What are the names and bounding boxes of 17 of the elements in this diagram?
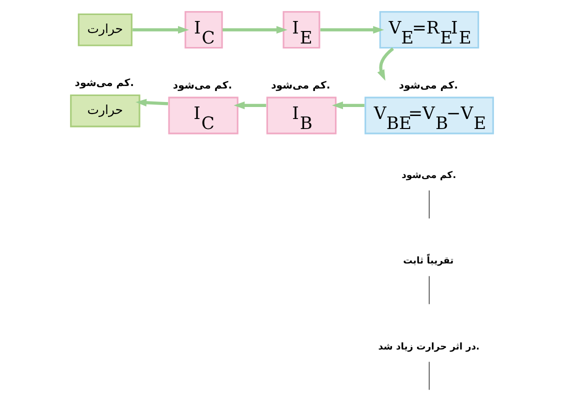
node-label: کم می‌شود. <box>172 80 232 92</box>
node-label: کم می‌شود. <box>398 80 458 92</box>
arrow <box>233 102 266 110</box>
arrow <box>320 26 384 34</box>
node-text: کم می‌شود. <box>401 170 456 181</box>
arrow <box>222 26 287 34</box>
arrow <box>332 102 364 110</box>
connector <box>428 361 430 390</box>
arrow <box>135 98 168 106</box>
node-text: تقریباً ثابت <box>402 256 454 267</box>
node-text: در اثر حرارت زیاد شد. <box>378 341 480 352</box>
connector <box>428 190 430 219</box>
arrow <box>376 47 394 81</box>
node-label: کم می‌شود. <box>270 80 330 92</box>
node-label: کم می‌شود. <box>74 78 134 90</box>
connector <box>428 276 430 305</box>
arrow <box>132 26 188 34</box>
